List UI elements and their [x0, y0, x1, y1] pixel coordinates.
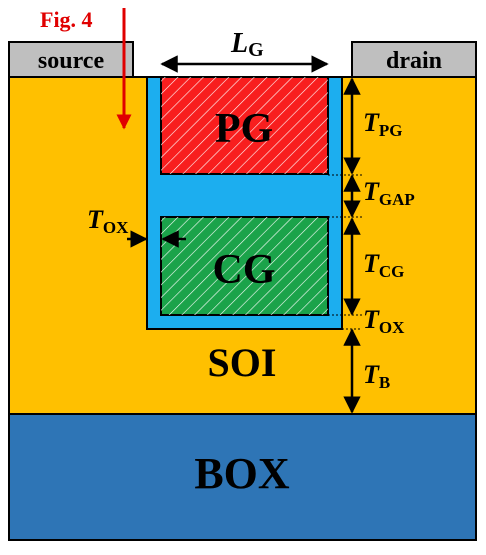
tpg-sub: PG: [379, 121, 403, 140]
dimension-guides: [328, 174, 362, 330]
tox-right-sub: OX: [379, 318, 405, 337]
tgap-sub: GAP: [379, 190, 415, 209]
lg-sub: G: [248, 39, 264, 61]
cg-label: CG: [213, 247, 276, 293]
pg-label: PG: [215, 106, 273, 152]
tcg-dimension-label: TCG: [363, 249, 404, 281]
tox-right-main: T: [363, 305, 380, 334]
tcg-sub: CG: [379, 262, 405, 281]
program-gate-hatch: [161, 77, 328, 174]
tb-main: T: [363, 360, 380, 389]
tb-sub: B: [379, 373, 390, 392]
control-gate-hatch: [161, 217, 328, 315]
tox-left-dimension-label: TOX: [87, 205, 129, 237]
drain-contact: [351, 41, 477, 78]
fig-label: Fig. 4: [40, 7, 93, 32]
tb-dimension-label: TB: [363, 360, 390, 392]
tox-left-main: T: [87, 205, 104, 234]
tox-right-dimension-label: TOX: [363, 305, 405, 337]
tcg-main: T: [363, 249, 380, 278]
drain-label: drain: [386, 48, 442, 74]
tgap-dimension-label: TGAP: [363, 177, 415, 209]
tpg-dimension-label: TPG: [363, 108, 403, 140]
tox-left-sub: OX: [103, 218, 129, 237]
tpg-main: T: [363, 108, 380, 137]
lg-dimension-label: LG: [230, 28, 264, 61]
box-region: [8, 413, 477, 541]
box-label: BOX: [194, 449, 290, 498]
tgap-main: T: [363, 177, 380, 206]
source-contact: [8, 41, 134, 78]
lg-main: L: [230, 28, 248, 59]
source-label: source: [38, 48, 105, 74]
soi-label: SOI: [208, 340, 277, 385]
